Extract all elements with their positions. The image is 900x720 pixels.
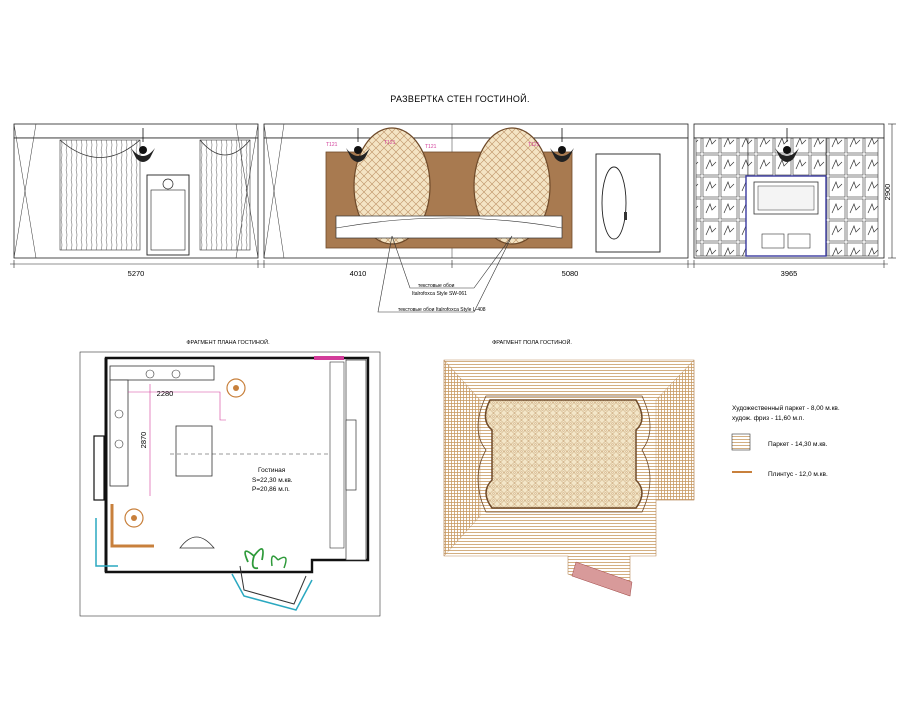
plan-title: ФРАГМЕНТ ПЛАНА ГОСТИНОЙ. bbox=[186, 338, 270, 346]
artistic-parquet-medallion bbox=[484, 399, 643, 509]
legend-frieze: худож. фриз - 11,60 м.п. bbox=[732, 415, 804, 422]
callout-text: Italrofoxca Style SW-061 bbox=[412, 291, 467, 297]
wall-3-elevation bbox=[693, 123, 885, 259]
oval-panel-left bbox=[353, 127, 431, 245]
height-dimension: 2900 bbox=[883, 184, 892, 201]
legend-parquet: Паркет - 14,30 м.кв. bbox=[768, 441, 828, 448]
room-perimeter: P=20,86 м.п. bbox=[252, 486, 290, 493]
chandelier-icon bbox=[775, 128, 799, 162]
oval-panel-right bbox=[473, 127, 551, 245]
plant-icon bbox=[244, 548, 287, 570]
coffee-table bbox=[175, 425, 213, 477]
chandelier-icon bbox=[131, 128, 155, 162]
dimension-label: 5080 bbox=[562, 269, 579, 278]
wall-1-elevation bbox=[13, 123, 259, 259]
room-name: Гостиная bbox=[258, 467, 286, 474]
bay-window bbox=[231, 573, 313, 611]
tag-label: Т121 bbox=[326, 142, 338, 148]
chandelier-icon bbox=[550, 128, 574, 162]
chandelier-icon bbox=[346, 128, 370, 162]
tag-label: Т121 bbox=[425, 144, 437, 150]
elevation-dimensions: 5270 4010 5080 3965 2900 bbox=[10, 123, 896, 278]
room-area: S=22,30 м.кв. bbox=[252, 477, 293, 484]
floor-title: ФРАГМЕНТ ПОЛА ГОСТИНОЙ. bbox=[492, 338, 572, 346]
dimension-label: 3965 bbox=[781, 269, 798, 278]
wall-2-elevation: Т121 Т121 Т121 Т121 bbox=[263, 123, 689, 259]
plan-width-dim: 2280 bbox=[157, 389, 174, 398]
plan-depth-dim: 2870 bbox=[139, 432, 148, 449]
wallpaper-callouts: текстовые обои Italrofoxca Style SW-061 … bbox=[377, 235, 513, 313]
callout-text: текстовые обои bbox=[418, 283, 455, 289]
callout-text: текстовые обои Italrofoxca Style L-408 bbox=[398, 307, 486, 313]
dimension-label: 5270 bbox=[128, 269, 145, 278]
sofa-back bbox=[109, 365, 215, 381]
legend-artistic-parquet: Художественный паркет - 8,00 м.кв. bbox=[732, 404, 840, 412]
tag-label: Т121 bbox=[528, 142, 540, 148]
sheet-title: РАЗВЕРТКА СТЕН ГОСТИНОЙ. bbox=[390, 93, 530, 104]
wall-elevation: Т121 Т121 Т121 Т121 bbox=[10, 123, 896, 313]
floor-plan: ФРАГМЕНТ ПОЛА ГОСТИНОЙ. Художественный п… bbox=[443, 338, 840, 597]
dimension-label: 4010 bbox=[350, 269, 367, 278]
legend-plinth: Плинтус - 12,0 м.кв. bbox=[768, 471, 828, 478]
room-plan: ФРАГМЕНТ ПЛАНА ГОСТИНОЙ. 2280 2870 Гости… bbox=[79, 338, 381, 617]
sofa-side bbox=[109, 379, 129, 487]
tag-label: Т121 bbox=[384, 140, 396, 146]
